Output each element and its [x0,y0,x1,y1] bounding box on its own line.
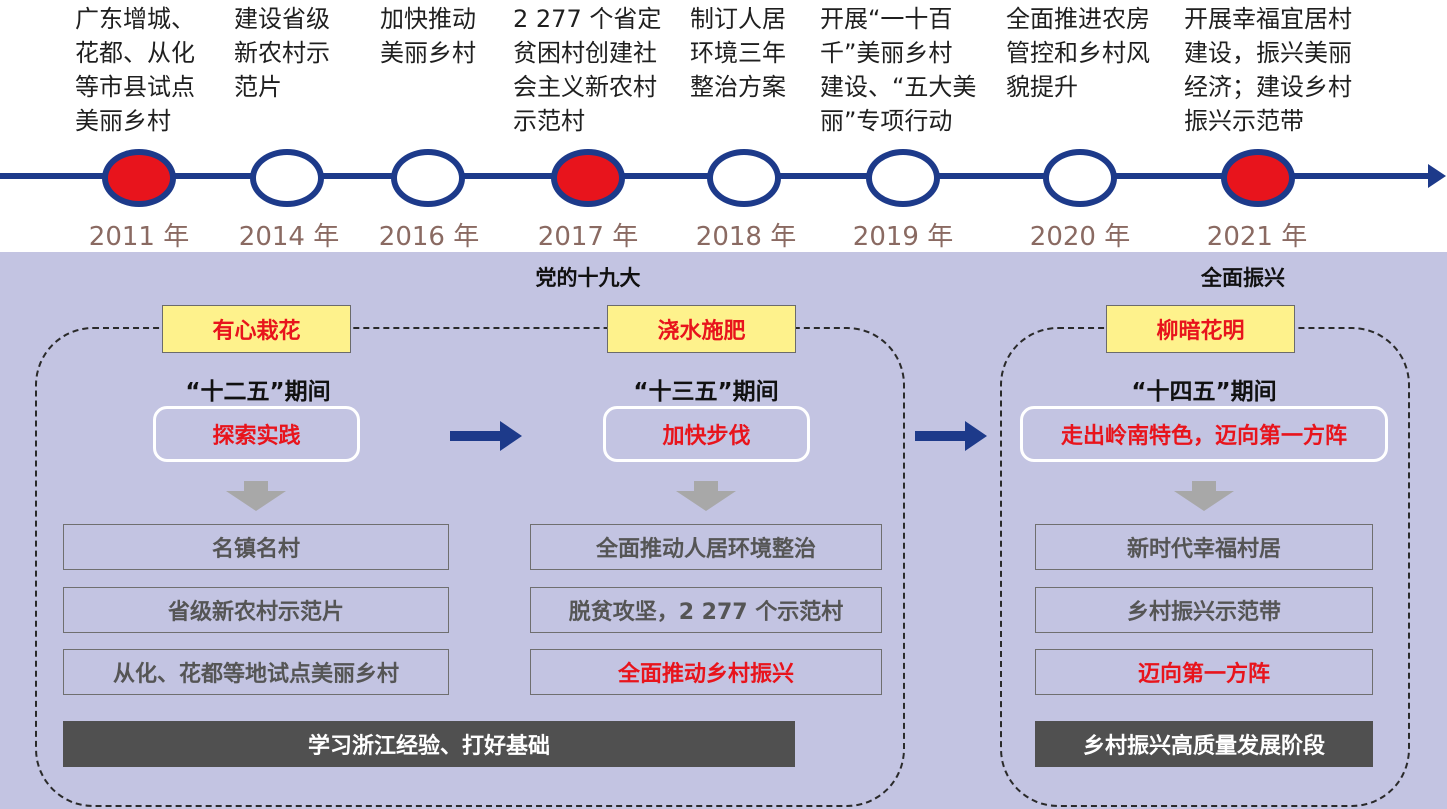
timeline-year: 2016 年 [378,222,480,252]
stage-item-highlighted: 全面推动乡村振兴 [530,649,882,695]
down-arrow-icon [226,481,286,511]
timeline-event-text: 2 277 个省定 贫困村创建社 会主义新农村 示范村 [513,5,662,135]
timeline-node-highlighted [102,149,176,207]
timeline-event-text: 全面推进农房 管控和乡村风 貌提升 [1006,5,1150,101]
milestone-label: 全面振兴 [1201,266,1285,290]
stage-period: “十三五”期间 [633,379,779,405]
stage-title: 浇水施肥 [607,305,796,353]
timeline-event-text: 制订人居 环境三年 整治方案 [690,5,786,101]
stage-period: “十二五”期间 [185,379,331,405]
timeline-event-text: 开展幸福宜居村 建设，振兴美丽 经济；建设乡村 振兴示范带 [1184,5,1352,135]
milestone-label: 党的十九大 [535,266,641,290]
timeline-year: 2011 年 [88,222,190,252]
timeline-year: 2020 年 [1029,222,1131,252]
timeline-node [707,149,781,207]
stage-group-left-dashed-frame [35,327,905,807]
timeline-arrowhead [1428,164,1446,188]
stage-footer-bar: 乡村振兴高质量发展阶段 [1035,721,1373,767]
stage-item: 省级新农村示范片 [63,587,449,633]
stage-pill: 加快步伐 [603,406,810,462]
timeline-year: 2018 年 [695,222,797,252]
stage-item: 乡村振兴示范带 [1035,587,1373,633]
timeline-node [866,149,940,207]
down-arrow-icon [676,481,736,511]
stage-period: “十四五”期间 [1131,379,1277,405]
down-arrow-icon [1174,481,1234,511]
timeline-event-text: 开展“一十百 千”美丽乡村 建设、“五大美 丽”专项行动 [820,5,977,135]
right-arrow-icon [915,421,987,451]
timeline-node [1043,149,1117,207]
stage-item: 从化、花都等地试点美丽乡村 [63,649,449,695]
timeline-node [391,149,465,207]
timeline-year: 2021 年 [1206,222,1308,252]
stage-item: 新时代幸福村居 [1035,524,1373,570]
timeline-event-text: 建设省级 新农村示 范片 [234,5,330,101]
stage-footer-bar: 学习浙江经验、打好基础 [63,721,795,767]
stage-item-highlighted: 迈向第一方阵 [1035,649,1373,695]
stage-pill: 走出岭南特色，迈向第一方阵 [1020,406,1388,462]
right-arrow-icon [450,421,522,451]
timeline-node-highlighted [551,149,625,207]
timeline-node-highlighted [1221,149,1295,207]
timeline-year: 2017 年 [537,222,639,252]
stage-item: 全面推动人居环境整治 [530,524,882,570]
timeline-event-text: 加快推动 美丽乡村 [380,5,476,67]
timeline-node [250,149,324,207]
stage-title: 柳暗花明 [1106,305,1295,353]
stage-pill: 探索实践 [153,406,360,462]
stage-item: 名镇名村 [63,524,449,570]
stage-item: 脱贫攻坚，2 277 个示范村 [530,587,882,633]
timeline-year: 2019 年 [852,222,954,252]
stage-title: 有心栽花 [162,305,351,353]
timeline-year: 2014 年 [238,222,340,252]
timeline-event-text: 广东增城、 花都、从化 等市县试点 美丽乡村 [75,5,195,135]
